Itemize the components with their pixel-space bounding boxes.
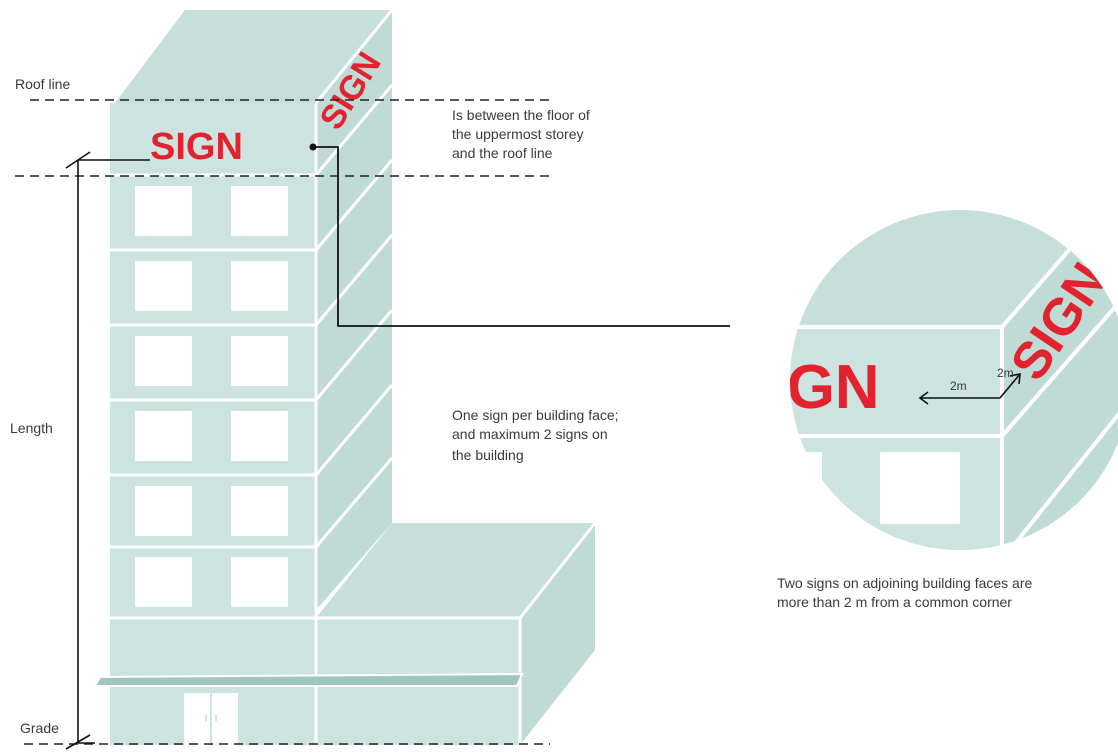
zoom-leader-line	[313, 146, 730, 327]
zoom-side-distance: 2m	[997, 366, 1014, 380]
leader-dot	[309, 143, 317, 151]
reference-lines	[15, 99, 550, 745]
entrance-canopy	[93, 672, 524, 687]
roof-line-label: Roof line	[15, 76, 70, 92]
front-sign: SIGN	[150, 126, 243, 168]
tower-roof	[115, 10, 392, 103]
zoom-front-sign: SIGN	[728, 353, 880, 422]
zoom-detail: SIGN SIGN	[728, 210, 1118, 550]
grade-label: Grade	[20, 720, 59, 736]
tower-side-face	[316, 10, 392, 610]
two-signs-note: Two signs on adjoining building faces ar…	[777, 575, 1036, 610]
entrance-door	[184, 693, 238, 745]
length-dimension	[65, 151, 150, 750]
tower-windows	[135, 186, 288, 607]
length-label: Length	[10, 420, 53, 436]
one-sign-note: One sign per building face; and maximum …	[452, 407, 622, 463]
zoom-front-distance: 2m	[950, 379, 967, 393]
annex-side	[520, 523, 595, 745]
annex-top	[316, 523, 595, 618]
uppermost-storey-note: Is between the floor of the uppermost st…	[452, 107, 594, 161]
zoom-dimension-arrows	[918, 373, 1021, 405]
